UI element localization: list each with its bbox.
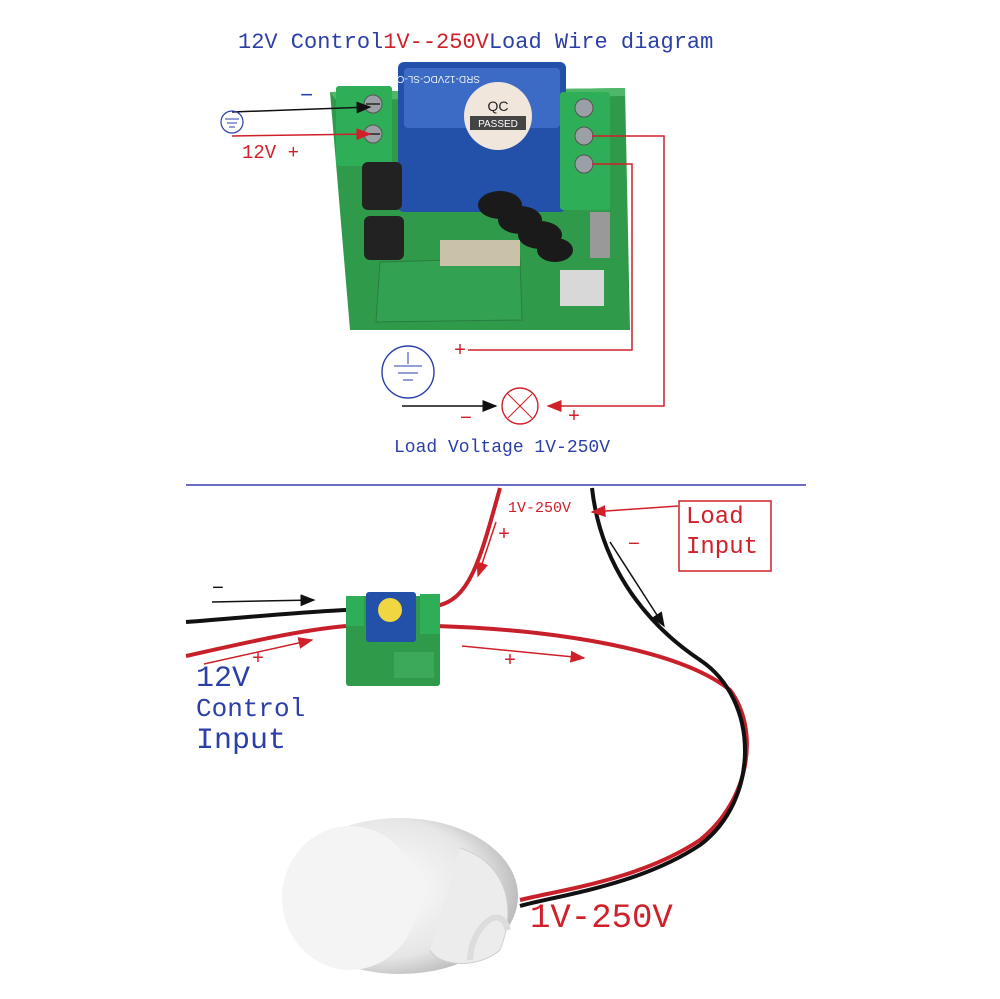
passed-text: PASSED (478, 119, 518, 130)
rf-module (375, 257, 523, 323)
control-12v-label: 12V (196, 662, 251, 696)
ground-plus-label: + (454, 340, 467, 363)
control-plus-label: + (252, 648, 265, 671)
top-12v-plus-label: 12V + (242, 142, 300, 164)
lamp-minus-label: − (460, 408, 473, 431)
control-label: Control (196, 694, 306, 724)
lamp-icon (501, 387, 539, 425)
load-input-box (678, 500, 772, 572)
negative-wire-top (231, 101, 372, 114)
bottom-wiring-photo (185, 487, 749, 974)
ground-icon (381, 345, 435, 399)
title-part-load: Load Wire diagram (488, 30, 714, 55)
relay-model: SRD-12VDC-SL-C (397, 73, 480, 84)
load-input-line1: Load (686, 504, 744, 531)
header-pins (590, 212, 610, 258)
load-voltage-label: Load Voltage 1V-250V (394, 438, 611, 458)
antenna-coil (478, 191, 573, 262)
relay-board-top: QC PASSED SRD-12VDC-SL-C (330, 62, 630, 330)
load-feed-wire (546, 135, 665, 412)
light-bulb (282, 818, 518, 974)
positive-wire-top (231, 128, 372, 141)
arrow-load-input (590, 505, 679, 518)
arrow-control-minus (211, 594, 316, 607)
lamp-plus-label: + (568, 406, 581, 429)
control-input-label: Input (196, 724, 287, 758)
control-minus-label: − (212, 578, 225, 601)
capacitor (364, 216, 404, 260)
bottom-minus-label: − (628, 534, 641, 557)
bottom-voltage-label: 1V-250V (508, 500, 572, 517)
ground-icon-small (220, 110, 244, 134)
capacitor (362, 162, 402, 210)
terminal-block-left (336, 86, 392, 166)
arrow-load-plus (476, 521, 497, 578)
arrow-load-minus (609, 541, 665, 628)
bottom-plus-label: + (498, 524, 511, 547)
wire-plus-label: + (504, 650, 517, 673)
load-return-wire (468, 163, 633, 351)
arrow-control-plus (203, 637, 314, 665)
connector (560, 270, 604, 306)
title-part-voltage: 1V--250V (383, 30, 489, 55)
arrow-wire-plus (461, 645, 586, 663)
top-minus-label: − (300, 84, 314, 109)
title-part-control: 12V Control (238, 30, 384, 55)
qc-text: QC (488, 98, 509, 114)
diagram-title: 12V Control1V--250VLoad Wire diagram (238, 30, 713, 55)
terminal-block-right (560, 92, 610, 210)
load-input-line2: Input (686, 534, 759, 561)
bulb-voltage-label: 1V-250V (530, 900, 673, 938)
